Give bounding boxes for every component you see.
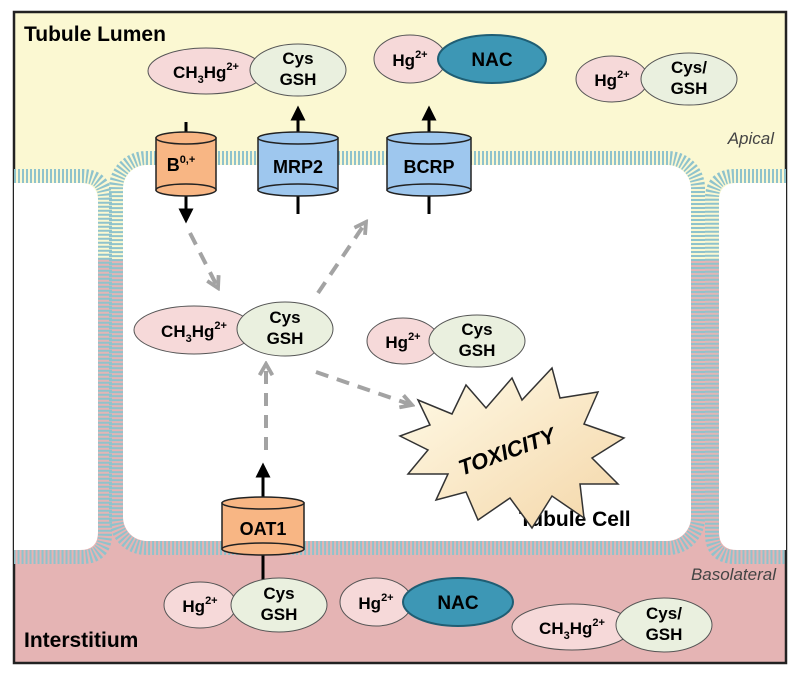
cell-ch3hg-cys-gsh-complex: CH3Hg2+ Cys GSH [133,301,334,357]
svg-text:GSH: GSH [459,341,496,360]
svg-text:CH3Hg2+: CH3Hg2+ [161,320,227,345]
cys-gsh-ellipse [615,597,713,653]
svg-text:OAT1: OAT1 [240,519,287,539]
svg-text:GSH: GSH [671,79,708,98]
interstitium-ch3hg-cys-gsh-complex: CH3Hg2+ Cys/ GSH [511,597,713,653]
cys-gsh-ellipse [230,577,328,633]
cys-gsh-ellipse [249,43,347,97]
mrp2-transporter: MRP2 [257,105,339,214]
svg-text:GSH: GSH [646,625,683,644]
svg-text:CH3Hg2+: CH3Hg2+ [539,617,605,642]
interstitium-hg-nac-complex: Hg2+ NAC [339,577,514,627]
cys-gsh-ellipse [428,314,526,368]
bcrp-transporter: BCRP [386,105,472,214]
arrow-complex-to-bcrp [316,222,366,295]
lumen-hg-nac-complex: Hg2+ NAC [373,34,547,84]
svg-text:NAC: NAC [437,593,478,614]
arrow-b0-to-complex [188,232,218,288]
svg-text:CH3Hg2+: CH3Hg2+ [173,61,239,86]
oat1-transporter: OAT1 [221,462,305,580]
svg-text:Cys: Cys [461,320,492,339]
svg-text:Hg2+: Hg2+ [358,592,393,613]
right-neighbor-cell [705,169,786,564]
svg-text:Cys: Cys [269,308,300,327]
cys-gsh-ellipse [640,52,738,106]
svg-text:Cys/: Cys/ [671,58,707,77]
lumen-ch3hg-cys-gsh-complex: CH3Hg2+ Cys GSH [147,43,347,97]
svg-text:Hg2+: Hg2+ [392,49,427,70]
interstitium-label: Interstitium [24,629,138,652]
svg-text:Hg2+: Hg2+ [182,595,217,616]
svg-text:BCRP: BCRP [403,157,454,177]
svg-text:B0,+: B0,+ [167,154,196,175]
lumen-label: Tubule Lumen [24,23,166,46]
svg-text:GSH: GSH [267,329,304,348]
svg-text:Cys: Cys [282,49,313,68]
arrow-complex-to-toxicity [315,370,412,405]
svg-text:GSH: GSH [280,70,317,89]
svg-text:GSH: GSH [261,605,298,624]
svg-text:MRP2: MRP2 [273,157,323,177]
svg-text:Cys/: Cys/ [646,604,682,623]
toxicity-burst: TOXICITY [398,366,626,530]
apical-label: Apical [727,129,776,148]
left-neighbor-cell [14,169,112,564]
interstitium-hg-cys-gsh-complex: Hg2+ Cys GSH [163,577,328,633]
svg-text:Cys: Cys [263,584,294,603]
basolateral-label: Basolateral [691,565,777,584]
dashed-arrows [188,222,412,450]
cell-hg-cys-gsh-complex: Hg2+ Cys GSH [366,314,526,368]
svg-text:NAC: NAC [471,50,512,71]
svg-text:Hg2+: Hg2+ [385,331,420,352]
lumen-hg-cys-gsh-complex: Hg2+ Cys/ GSH [575,52,738,106]
cys-gsh-ellipse [236,301,334,357]
b0-transporter: B0,+ [155,122,217,224]
svg-text:Hg2+: Hg2+ [594,69,629,90]
nac-ellipse [402,577,514,627]
nac-ellipse [437,34,547,84]
tubule-cell-label: Tubule Cell [519,508,631,531]
